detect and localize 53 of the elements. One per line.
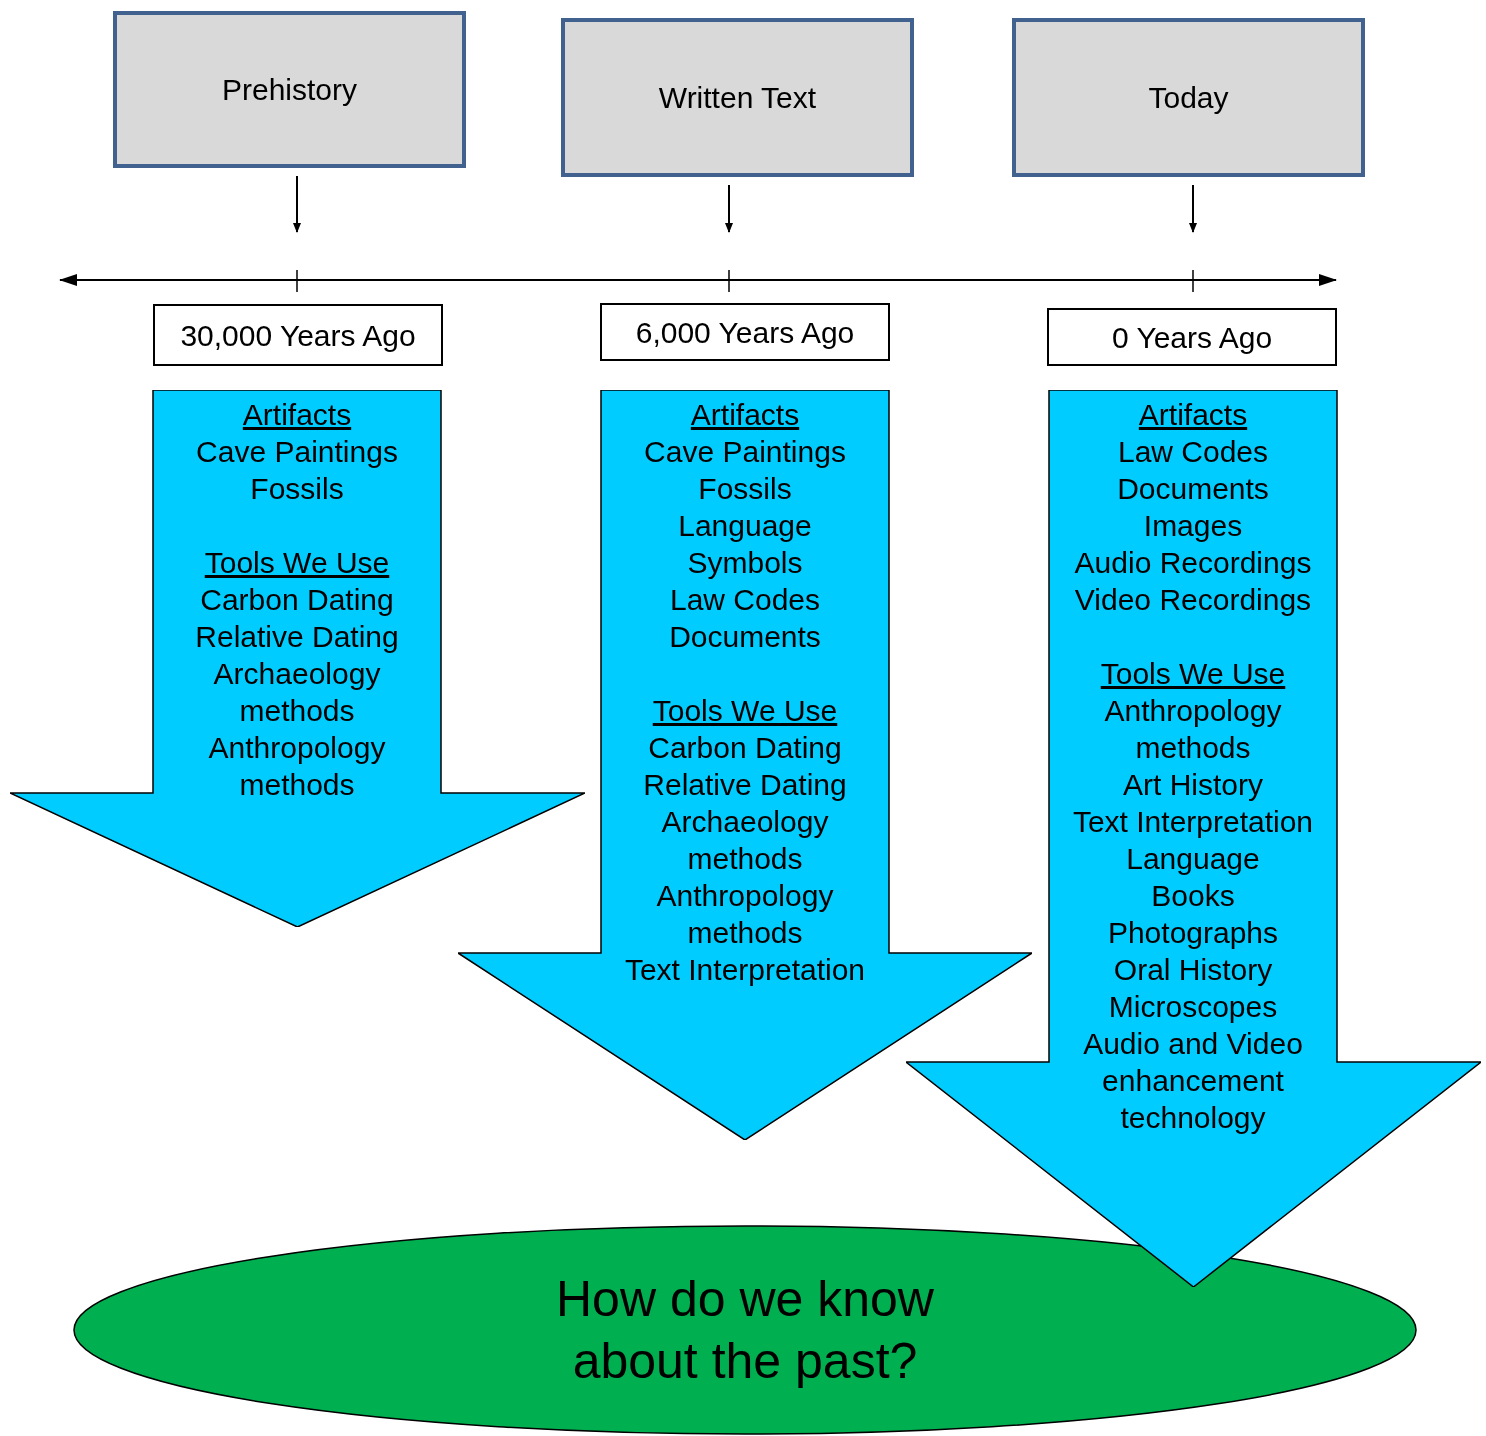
list-item: Law Codes — [1117, 434, 1269, 470]
list-item: Images — [1143, 508, 1243, 544]
list-item: Anthropology methods — [207, 730, 387, 803]
list-item: Audio Recordings — [1074, 545, 1312, 581]
list-item: Language — [1126, 841, 1260, 877]
era-title: Today — [1148, 80, 1229, 116]
list-item: Carbon Dating — [648, 730, 842, 766]
era-title: Prehistory — [221, 72, 357, 108]
section-heading: Artifacts — [690, 397, 800, 433]
list-item: Fossils — [698, 471, 792, 507]
list-item: Archaeology methods — [212, 656, 382, 729]
list-item: Anthropology methods — [1103, 693, 1283, 766]
list-item: Text Interpretation — [1072, 804, 1314, 840]
list-item: Books — [1151, 878, 1235, 914]
section-heading: Artifacts — [242, 397, 352, 433]
list-item: Anthropology methods — [655, 878, 835, 951]
list-item: Archaeology methods — [660, 804, 830, 877]
list-item: Oral History — [1113, 952, 1273, 988]
list-item: Text Interpretation — [624, 952, 866, 988]
date-box — [153, 304, 443, 366]
era-box — [1012, 18, 1365, 177]
list-item: Microscopes — [1108, 989, 1278, 1025]
era-box — [561, 18, 914, 177]
date-label: 0 Years Ago — [1111, 319, 1273, 356]
arrow — [725, 184, 733, 233]
list-item: Relative Dating — [195, 619, 399, 655]
list-item: Photographs — [1107, 915, 1279, 951]
list-item: Documents — [1117, 471, 1269, 507]
section-heading: Artifacts — [1138, 397, 1248, 433]
arrow — [1189, 184, 1197, 233]
date-box — [1047, 308, 1337, 366]
date-label: 30,000 Years Ago — [180, 317, 416, 354]
list-item: Cave Paintings — [644, 434, 846, 470]
list-item: Audio and Video enhancement technology — [1082, 1026, 1304, 1136]
list-item: Art History — [1123, 767, 1263, 803]
section-heading: Tools We Use — [652, 693, 838, 729]
section-heading: Tools We Use — [1100, 656, 1286, 692]
list-item: Video Recordings — [1074, 582, 1312, 618]
list-item: Fossils — [250, 471, 344, 507]
list-item: Symbols — [687, 545, 803, 581]
list-item: Documents — [669, 619, 821, 655]
list-item: Law Codes — [669, 582, 821, 618]
era-box — [113, 11, 466, 168]
era-title: Written Text — [658, 80, 817, 116]
date-box — [600, 303, 890, 361]
date-label: 6,000 Years Ago — [635, 314, 855, 351]
list-item: Language — [678, 508, 812, 544]
list-item: Relative Dating — [643, 767, 847, 803]
question-text: How do we know about the past? — [555, 1270, 935, 1391]
section-heading: Tools We Use — [204, 545, 390, 581]
list-item: Cave Paintings — [196, 434, 398, 470]
list-item: Carbon Dating — [200, 582, 394, 618]
arrow — [293, 175, 301, 233]
